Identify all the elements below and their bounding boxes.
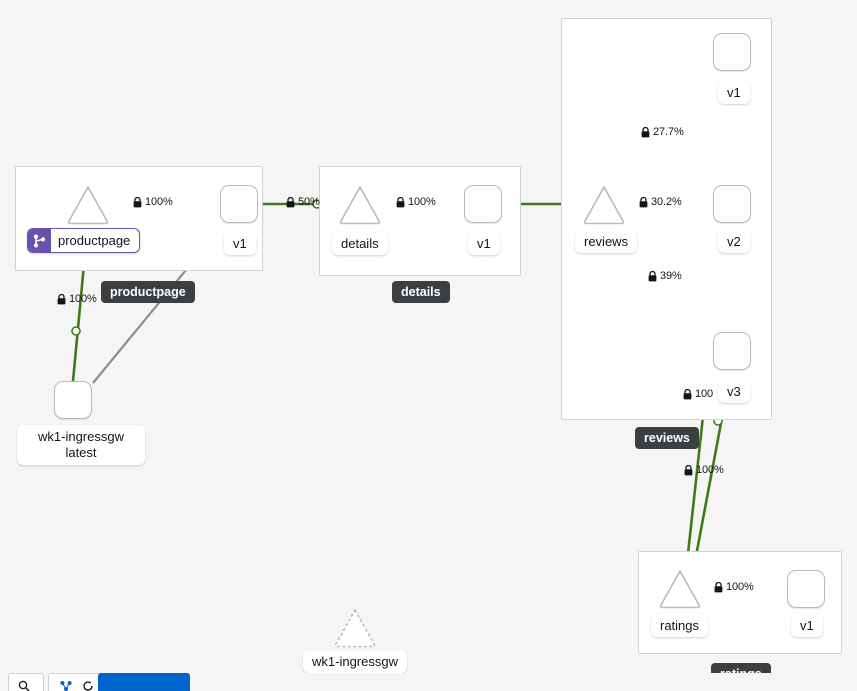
mtls-lock-icon [641, 126, 650, 138]
node-reviews-v3[interactable] [713, 332, 751, 370]
mtls-lock-icon [683, 388, 692, 400]
mtls-lock-icon [57, 293, 66, 305]
edge-label-ingressgw-to-productpage-svc: 100% [57, 293, 97, 305]
edge-label-reviews-v2-to-ratings: 100 [683, 388, 713, 400]
node-details-service[interactable] [338, 184, 382, 225]
zoom-controls-button[interactable] [8, 673, 44, 691]
edge-percent: 100% [696, 464, 724, 476]
node-reviews-v1[interactable] [713, 33, 751, 71]
edge-percent: 100% [726, 581, 754, 593]
service-triangle-idle-icon [334, 609, 376, 648]
edge-label-productpage-svc-to-v1: 100% [133, 196, 173, 208]
edge-label-reviews-svc-to-v3: 39% [648, 270, 682, 282]
mtls-lock-icon [714, 581, 723, 593]
node-label-reviews-v3[interactable]: v3 [718, 380, 750, 403]
node-label-reviews-v1[interactable]: v1 [718, 81, 750, 104]
graph-bottom-toolbar[interactable] [0, 673, 857, 691]
edge-label-details-svc-to-v1: 100% [396, 196, 436, 208]
edge-percent: 39% [660, 270, 682, 282]
service-triangle-icon [583, 186, 625, 225]
edge-percent: 100% [145, 196, 173, 208]
node-ratings-service[interactable] [658, 568, 702, 609]
edge-percent: 27.7% [653, 126, 684, 138]
edge-percent: 50% [298, 196, 320, 208]
node-label-ingressgw-service-idle[interactable]: wk1-ingressgw [303, 650, 407, 673]
node-details-v1[interactable] [464, 185, 502, 223]
edge-label-productpage-v1-to-details: 50% [286, 196, 320, 208]
edge-percent: 100% [69, 293, 97, 305]
edge-percent: 30.2% [651, 196, 682, 208]
node-ratings-v1[interactable] [787, 570, 825, 608]
topology-icon [60, 681, 72, 691]
edge-percent: 100 [695, 388, 714, 400]
service-triangle-icon [659, 570, 701, 609]
edge-label-ratings-svc-to-v1: 100% [714, 581, 754, 593]
service-triangle-icon [339, 186, 381, 225]
legend-button[interactable] [98, 673, 190, 691]
edge-percent: 100% [408, 196, 436, 208]
refresh-icon [83, 681, 93, 691]
node-reviews-service[interactable] [582, 184, 626, 225]
service-triangle-icon [67, 186, 109, 225]
node-label-ingressgw-workload[interactable]: wk1-ingressgw latest [17, 425, 145, 465]
node-label-reviews-v2[interactable]: v2 [718, 230, 750, 253]
node-label-details-service[interactable]: details [332, 232, 388, 255]
mtls-lock-icon [684, 464, 693, 476]
node-ingressgw-service-idle[interactable] [333, 607, 377, 648]
group-label-reviews[interactable]: reviews [635, 427, 699, 449]
mtls-lock-icon [133, 196, 142, 208]
node-ingressgw-workload[interactable] [54, 381, 92, 419]
zoom-icon [18, 680, 30, 691]
group-label-details[interactable]: details [392, 281, 450, 303]
edge-label-reviews-svc-to-v1: 27.7% [641, 126, 684, 138]
node-label-ratings-service[interactable]: ratings [651, 614, 709, 637]
node-label-ratings-v1[interactable]: v1 [791, 614, 823, 637]
virtual-service-icon [28, 229, 51, 252]
edge-label-reviews-v3-to-ratings: 100% [684, 464, 724, 476]
mtls-lock-icon [648, 270, 657, 282]
ingressgw-name: wk1-ingressgw [38, 429, 124, 444]
productpage-service-label-text: productpage [58, 233, 131, 248]
mtls-lock-icon [639, 196, 648, 208]
node-productpage-service[interactable] [66, 184, 110, 225]
node-label-productpage-v1[interactable]: v1 [224, 232, 256, 255]
node-reviews-v2[interactable] [713, 185, 751, 223]
code-branch-glyph [33, 234, 46, 247]
edge-label-reviews-svc-to-v2: 30.2% [639, 196, 682, 208]
ingressgw-version: latest [65, 445, 97, 460]
node-label-details-v1[interactable]: v1 [468, 232, 500, 255]
node-productpage-v1[interactable] [220, 185, 258, 223]
node-label-productpage-service[interactable]: productpage [27, 228, 141, 253]
node-label-reviews-service[interactable]: reviews [575, 230, 638, 253]
group-label-productpage[interactable]: productpage [101, 281, 195, 303]
mtls-lock-icon [396, 196, 405, 208]
mtls-lock-icon [286, 196, 295, 208]
